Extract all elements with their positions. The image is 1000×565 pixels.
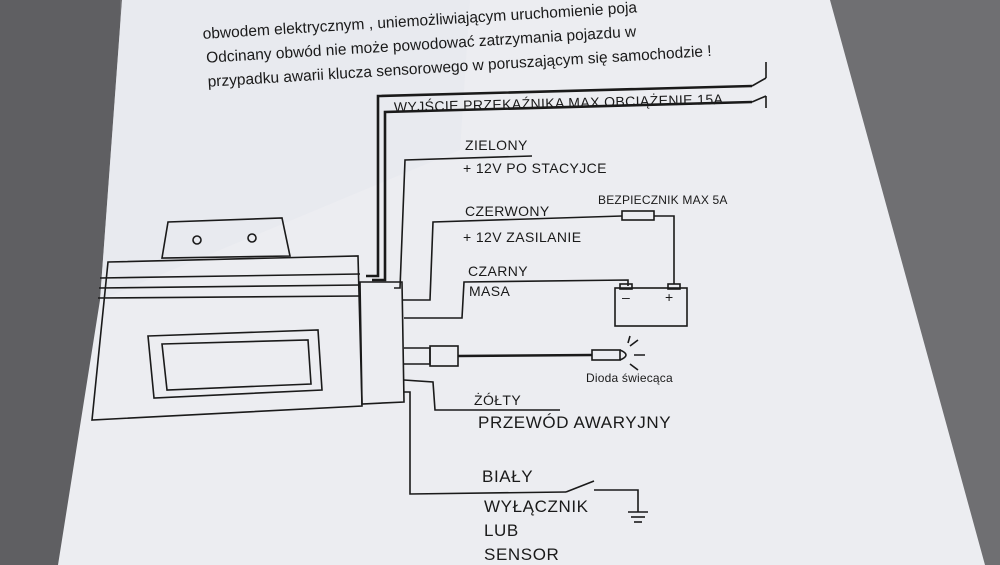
relay-wire-2 <box>372 100 753 282</box>
red-wire <box>402 215 623 301</box>
switch-to-ground-wire <box>594 489 639 512</box>
led-cable <box>457 353 593 358</box>
battery-body <box>614 287 688 327</box>
red-color-label: CZERWONY <box>465 203 550 219</box>
module-rib-2 <box>98 284 361 289</box>
white-function-line-1: WYŁĄCZNIK <box>484 497 589 516</box>
led-label: Dioda świecąca <box>586 371 673 385</box>
paper-shade <box>100 0 470 300</box>
white-function-line-2: LUB <box>484 521 519 540</box>
relay-contact-lead <box>751 95 767 103</box>
yellow-function-label: PRZEWÓD AWARYJNY <box>478 413 671 432</box>
white-function-line-3: SENSOR <box>484 545 559 564</box>
green-function-label: + 12V PO STACYJCE <box>463 160 607 176</box>
ground-symbol <box>628 511 648 523</box>
bracket-hole-left <box>192 235 202 245</box>
black-wire <box>404 279 629 319</box>
battery-terminal-plus <box>667 283 681 290</box>
module-mounting-bracket <box>161 217 291 259</box>
fuse-label: BEZPIECZNIK MAX 5A <box>598 193 728 207</box>
module-housing <box>91 255 363 421</box>
module-window-outer <box>147 329 323 399</box>
bracket-hole-right <box>247 233 257 243</box>
white-color-label: BIAŁY <box>482 467 533 486</box>
relay-contact-open <box>751 77 767 87</box>
battery-symbol: – + <box>614 283 688 327</box>
alarm-module <box>91 217 405 421</box>
yellow-wire <box>403 379 560 411</box>
module-window-inner <box>161 339 312 391</box>
yellow-color-label: ŻÓŁTY <box>474 391 521 408</box>
green-wire <box>394 155 533 289</box>
fuse-to-battery-wire <box>654 215 675 284</box>
battery-plus-label: + <box>665 289 674 305</box>
black-color-label: CZARNY <box>468 263 528 279</box>
led-light-rays <box>627 335 645 371</box>
led-body <box>591 349 621 361</box>
module-rib-1 <box>99 273 361 279</box>
black-function-label: MASA <box>469 283 511 299</box>
white-wire <box>404 391 567 495</box>
green-color-label: ZIELONY <box>465 137 528 153</box>
module-rib-3 <box>97 295 361 299</box>
red-function-label: + 12V ZASILANIE <box>463 229 581 245</box>
relay-output-wires <box>366 62 767 282</box>
relay-wire-1 <box>366 84 753 278</box>
battery-minus-label: – <box>622 289 630 305</box>
switch-lever <box>565 480 595 493</box>
battery-terminal-minus <box>619 283 633 290</box>
led-assembly <box>404 335 645 371</box>
module-connector <box>359 281 405 405</box>
led-lens <box>619 349 627 361</box>
